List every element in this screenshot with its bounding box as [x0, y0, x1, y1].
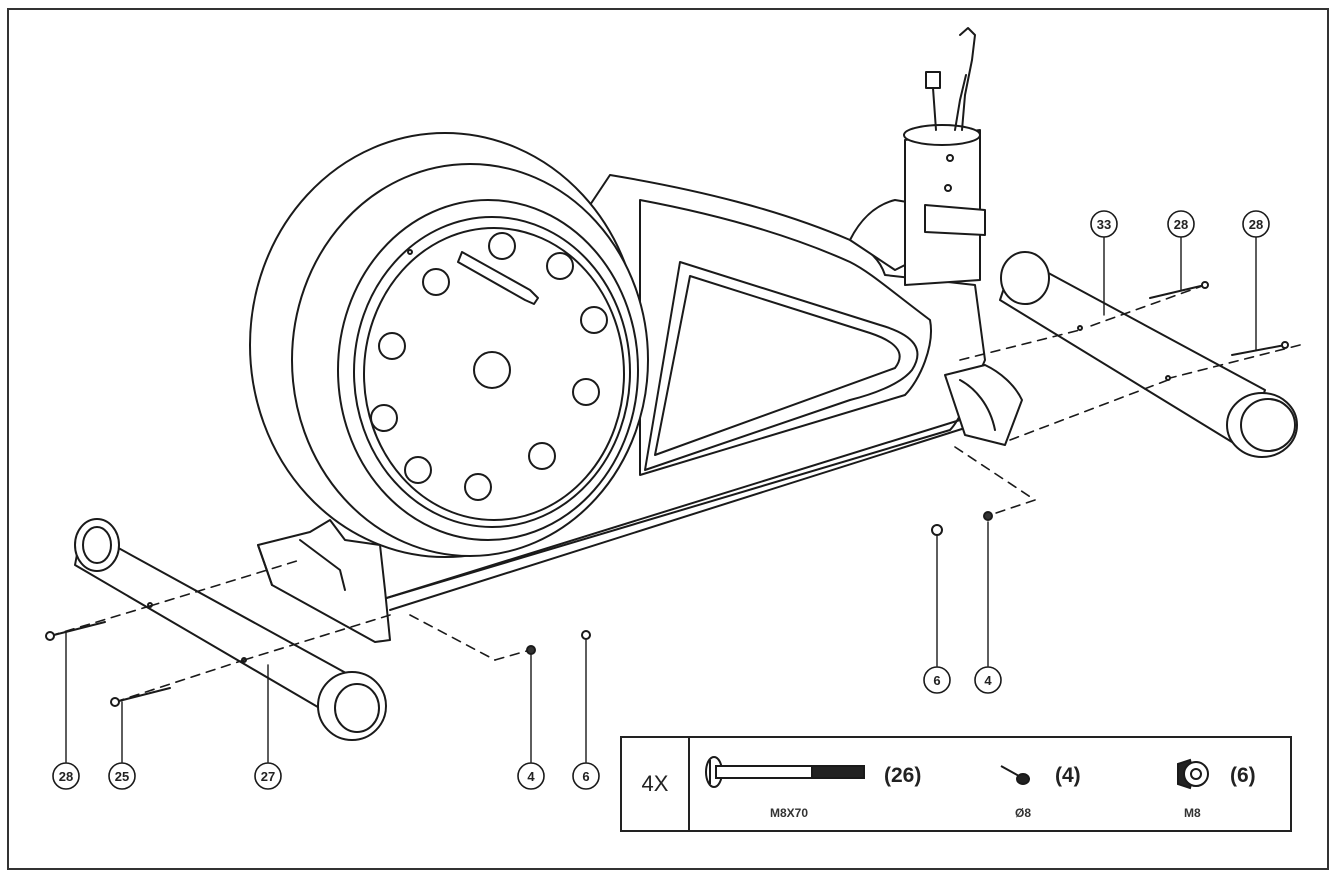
hardware-item-cap-nut: (6) M8 [1172, 748, 1287, 824]
front-stabilizer-tube [74, 518, 387, 741]
hardware-item-washer: (4) Ø8 [997, 748, 1147, 824]
callout-27-left: 27 [254, 762, 282, 790]
callout-28-top: 28 [1167, 210, 1195, 238]
callouts: 33 28 28 6 4 4 6 28 [52, 210, 1270, 790]
hardware-count: (4) [1055, 764, 1081, 787]
front-foot-bracket [257, 519, 391, 643]
rear-bracket [944, 364, 1023, 446]
callout-label: 33 [1097, 217, 1111, 232]
callout-6-mid: 6 [572, 762, 600, 790]
callout-28-left: 28 [52, 762, 80, 790]
callout-label: 28 [59, 769, 73, 784]
callout-label: 4 [527, 769, 535, 784]
hardware-name: M8 [1184, 806, 1201, 820]
hardware-legend: 4X (26) M8X70 (4) Ø8 (6) M8 [620, 736, 1292, 832]
callout-label: 6 [582, 769, 589, 784]
leader-lines [65, 236, 1257, 763]
hardware-count: (6) [1230, 764, 1256, 787]
bolts [45, 281, 1289, 707]
callout-28-right: 28 [1242, 210, 1270, 238]
rear-stabilizer-tube [999, 251, 1298, 458]
callout-6-right: 6 [923, 666, 951, 694]
callout-label: 27 [261, 769, 275, 784]
cap-nut-icon [1177, 758, 1209, 790]
flywheel-cover [249, 132, 649, 558]
alignment-lines [49, 284, 1301, 703]
upright-post [849, 27, 986, 286]
callout-label: 6 [933, 673, 940, 688]
callout-label: 28 [1174, 217, 1188, 232]
hardware-multiplier: 4X [622, 738, 690, 830]
callout-label: 4 [984, 673, 992, 688]
callout-label: 25 [115, 769, 129, 784]
callout-4-right: 4 [974, 666, 1002, 694]
callout-4-mid: 4 [517, 762, 545, 790]
callout-33-top: 33 [1090, 210, 1118, 238]
hardware-name: Ø8 [1015, 806, 1032, 820]
callout-25-left: 25 [108, 762, 136, 790]
hardware-count: (26) [884, 764, 922, 787]
callout-label: 28 [1249, 217, 1263, 232]
hardware-item-bolt: (26) M8X70 [702, 748, 962, 824]
bolt-icon [705, 756, 865, 788]
washer-icon [1000, 765, 1030, 785]
hardware-name: M8X70 [770, 806, 809, 820]
